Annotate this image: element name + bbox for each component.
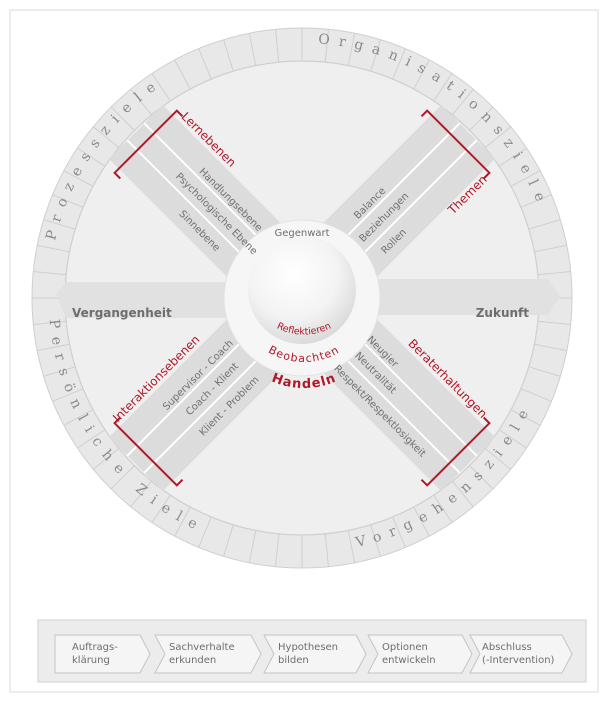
process-step-line1: Abschluss [482,642,532,653]
ring-tick [198,516,212,548]
ring-tick [63,170,94,187]
ring-tick [77,147,106,167]
ring-tick [484,447,512,470]
ring-tick [92,447,120,470]
ring-tick [392,48,406,80]
ring-tick [498,429,527,449]
ring-tick [370,524,381,557]
ring-tick [370,39,381,72]
ring-tick [469,465,494,490]
bracket [113,416,184,487]
ring-tick [151,494,171,523]
ring-tick [537,320,571,325]
ring-tick [520,388,552,402]
ring-tick [275,29,280,63]
ring-tick [174,506,191,537]
ring-tick [43,219,76,230]
ring-tick [92,126,120,149]
ring-tick [534,244,567,253]
ring-tick [223,524,234,557]
ring-tick [347,530,356,563]
ring-tick [130,480,153,508]
ring-tick [510,170,541,187]
ring-tick [528,366,561,377]
process-step-4: Optionen entwickeln [367,634,473,674]
ring-tick [174,59,191,90]
ring-tick [151,73,171,102]
ring-tick [63,409,94,426]
process-step-line1: Optionen [382,642,428,653]
ring-tick [520,194,552,208]
ring-tick [324,533,329,567]
process-step-line1: Auftrags- [72,642,118,653]
ring-tick [537,271,571,276]
process-step-line2: (-Intervention) [482,655,555,666]
ring-tick [347,33,356,66]
ring-tick [110,465,135,490]
ring-tick [130,88,153,116]
process-step-line2: klärung [72,655,110,666]
ring-tick [413,59,430,90]
ring-tick [451,480,474,508]
ring-tick [37,244,70,253]
center-sphere [223,219,381,377]
ring-tick [33,320,67,325]
process-step-line1: Hypothesen [278,642,338,653]
ring-tick [433,494,453,523]
ring-tick [413,506,430,537]
process-step-line2: entwickeln [382,655,436,666]
ring-tick [433,73,453,102]
process-step-1: Auftrags- klärung [54,634,151,674]
center-label-reflektieren: Reflektieren [275,321,333,338]
ring-tick [528,219,561,230]
process-step-line1: Sachverhalte [169,642,235,653]
center-label-handeln: Handeln [270,371,339,392]
ring-tick [324,29,329,63]
label-vergangenheit: Vergangenheit [72,306,172,320]
bracket [113,109,184,180]
ring-tick [77,429,106,449]
process-step-5: Abschluss (-Intervention) [469,634,573,674]
ring-tick [110,106,135,131]
ring-tick [484,126,512,149]
ring-tick [52,388,84,402]
process-step-2: Sachverhalte erkunden [154,634,262,674]
ring-tick [534,343,567,352]
ring-tick [248,530,257,563]
ring-tick [223,39,234,72]
ring-tick [392,516,406,548]
process-step-3: Hypothesen bilden [263,634,367,674]
process-step-line2: erkunden [169,655,216,666]
ring-tick [275,533,280,567]
timeline-arrow [56,279,560,318]
label-zukunft: Zukunft [476,306,530,320]
ring-tick [498,147,527,167]
ring-tick [510,409,541,426]
ring-tick [33,271,67,276]
process-step-line2: bilden [278,655,309,666]
outer-frame [9,9,599,693]
bracket [420,109,491,180]
ring-tick [43,366,76,377]
ring-tick [248,33,257,66]
label-gegenwart: Gegenwart [274,228,329,239]
ring-tick [52,194,84,208]
process-bar: Auftrags- klärung Sachverhalte erkunden … [37,619,587,683]
ring-tick [198,48,212,80]
ring-tick [37,343,70,352]
ring-tick [451,88,474,116]
ring-tick [469,106,494,131]
bracket [420,416,491,487]
